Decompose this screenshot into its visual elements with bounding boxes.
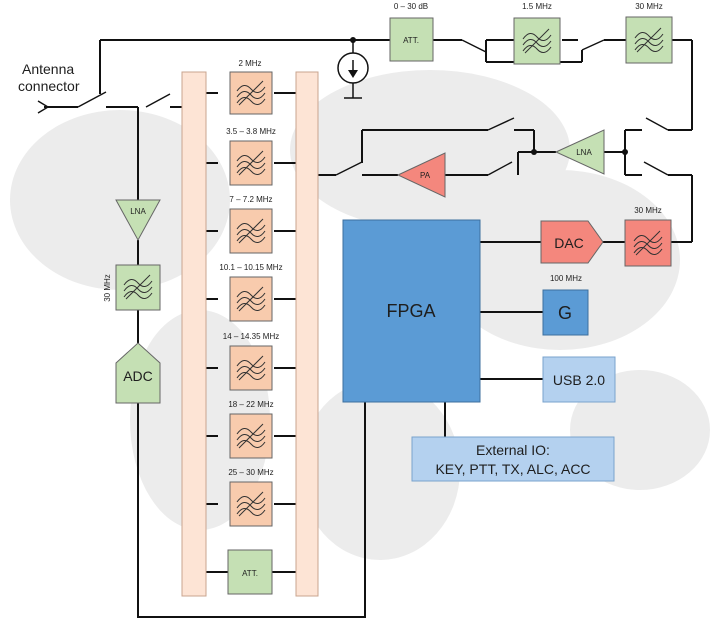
output-bus [295,71,319,597]
bank-filter: 25 – 30 MHz [228,468,274,527]
fpga-block: FPGA [342,219,481,403]
bias-source-icon [337,40,369,99]
dac-block: DAC [540,220,604,264]
clock-freq-label: 100 MHz [550,274,582,283]
bank-filter: 18 – 22 MHz [228,400,274,459]
tx-lna-label: LNA [576,148,592,157]
rx-lna: LNA [115,199,161,242]
clock-label: G [558,303,572,323]
bank-filter: 7 – 7.2 MHz [229,195,273,254]
antenna-label-line1: Antenna [22,61,74,77]
adc-label: ADC [123,368,153,384]
rx-filter-label: 30 MHz [103,274,112,302]
tx-lna: LNA [554,129,605,175]
usb-block: USB 2.0 [542,356,616,403]
top-filter2-label: 30 MHz [635,2,663,11]
clock-generator: G [542,289,589,336]
input-bus [181,71,207,597]
bank-filter-label: 2 MHz [238,59,261,68]
bank-filter-label: 14 – 14.35 MHz [223,332,279,341]
top-filter2 [625,16,673,64]
top-att-range-label: 0 – 30 dB [394,2,428,11]
external-io-title: External IO: [476,442,550,458]
bank-filter-label: 25 – 30 MHz [228,468,273,477]
adc-block: ADC [115,342,161,404]
rx-lna-label: LNA [130,207,146,216]
bank-filter-label: 10.1 – 10.15 MHz [219,263,282,272]
top-filter1-label: 1.5 MHz [522,2,552,11]
tx-filter [624,219,672,267]
bank-filter-label: 7 – 7.2 MHz [229,195,272,204]
bank-attenuator: ATT. [227,549,273,595]
bank-filter: 14 – 14.35 MHz [223,332,279,391]
usb-label: USB 2.0 [553,372,605,388]
tx-filter-label: 30 MHz [634,206,662,215]
rx-filter: 30 MHz [103,264,161,311]
bank-filter: 2 MHz [229,59,273,115]
pa-label: PA [420,171,431,180]
wiring [37,39,693,618]
bank-filter: 3.5 – 3.8 MHz [226,127,276,186]
top-filter1 [513,17,561,65]
dac-label: DAC [554,235,584,251]
filter-bank: 2 MHz 3.5 – 3.8 MHz 7 – 7.2 MHz 10.1 – 1… [219,59,283,595]
top-attenuator: ATT. [389,17,434,62]
bank-filter-label: 3.5 – 3.8 MHz [226,127,276,136]
bank-filter-label: 18 – 22 MHz [228,400,273,409]
external-io-block: External IO: KEY, PTT, TX, ALC, ACC [411,436,615,482]
fpga-label: FPGA [386,301,435,321]
top-attenuator-label: ATT. [403,36,419,45]
antenna-label-line2: connector [18,78,80,94]
pa-amplifier: PA [396,152,446,198]
bank-attenuator-label: ATT. [242,569,258,578]
external-io-signals: KEY, PTT, TX, ALC, ACC [435,461,590,477]
bank-filter: 10.1 – 10.15 MHz [219,263,283,322]
